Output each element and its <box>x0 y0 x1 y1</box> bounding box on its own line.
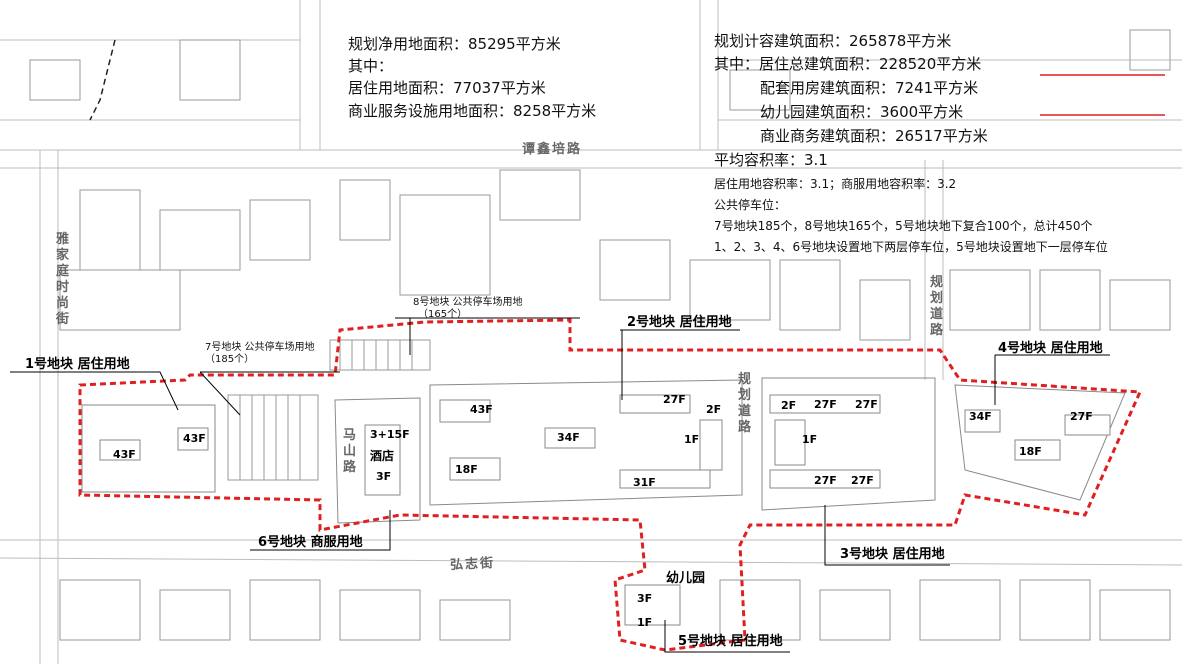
floor-label: 27F <box>814 474 837 487</box>
parcel-3-label: 3号地块 居住用地 <box>840 547 945 562</box>
stats-residential-total: 其中：居住总建筑面积：228520平方米 <box>714 55 982 73</box>
parcel-7-label: 7号地块 公共停车场用地 <box>205 342 315 353</box>
parcel-inner-outlines <box>81 377 1126 524</box>
parcel-6-label: 6号地块 商服用地 <box>258 535 363 550</box>
floor-label: 43F <box>183 432 206 445</box>
kindergarten-label: 幼儿园 <box>666 571 706 586</box>
floor-label: 34F <box>557 431 580 444</box>
stats-commercial-building: 商业商务建筑面积：26517平方米 <box>760 127 988 145</box>
floor-label: 27F <box>851 474 874 487</box>
road-planned-2: 规划道路 <box>930 275 944 338</box>
floor-label: 34F <box>969 410 992 423</box>
parcel-5-label: 5号地块 居住用地 <box>678 634 783 649</box>
dashed-boundary-line <box>89 39 116 121</box>
parcel-1-label: 1号地块 居住用地 <box>25 357 130 372</box>
stats-far-detail: 居住用地容积率：3.1；商服用地容积率：3.2 <box>714 177 957 191</box>
floor-label: 31F <box>633 476 656 489</box>
floor-label: 18F <box>455 463 478 476</box>
background-buildings <box>29 29 1171 641</box>
residential-buildings <box>99 394 1111 626</box>
site-boundary <box>78 318 1143 652</box>
floor-label: 1F <box>802 433 818 446</box>
floor-label: 18F <box>1019 445 1042 458</box>
floor-label: 27F <box>1070 410 1093 423</box>
floor-label: 43F <box>470 403 493 416</box>
stats-residential-land-area: 居住用地面积：77037平方米 <box>348 79 546 97</box>
stats-parking-counts: 7号地块185个，8号地块165个，5号地块地下复合100个，总计450个 <box>714 219 1093 233</box>
stats-of-which: 其中： <box>348 57 394 75</box>
leader-lines <box>10 317 1110 653</box>
floor-label: 27F <box>855 398 878 411</box>
stats-public-parking: 公共停车位： <box>714 198 787 212</box>
stats-underground-parking: 1、2、3、4、6号地块设置地下两层停车位，5号地块设置地下一层停车位 <box>714 240 1108 254</box>
floor-label: 27F <box>814 398 837 411</box>
hotel-label: 酒店 <box>370 449 395 463</box>
road-planned-1: 规划道路 <box>738 372 752 435</box>
road-yajia-fashion-street: 雅家庭时尚街 <box>56 232 70 327</box>
floor-label: 43F <box>113 448 136 461</box>
red-legend-lines <box>1040 74 1165 116</box>
stats-support-building: 配套用房建筑面积：7241平方米 <box>760 79 979 97</box>
stats-kindergarten-area: 幼儿园建筑面积：3600平方米 <box>760 103 964 121</box>
parking-lots <box>227 339 431 481</box>
parcel-8-label: 8号地块 公共停车场用地 <box>413 297 523 308</box>
floor-label: 2F <box>781 399 797 412</box>
floor-label: 1F <box>637 616 653 629</box>
parcel-2-label: 2号地块 居住用地 <box>627 315 732 330</box>
parcel-7-count: （185个） <box>205 354 255 365</box>
road-hongzhi: 弘志街 <box>449 555 496 574</box>
stats-net-land-area: 规划净用地面积：85295平方米 <box>348 35 561 53</box>
stats-average-far: 平均容积率：3.1 <box>714 151 828 169</box>
parcel-8-count: （165个） <box>418 309 468 320</box>
parcel-4-label: 4号地块 居住用地 <box>998 341 1103 356</box>
floor-label: 3F <box>637 592 653 605</box>
stats-planned-floor-area: 规划计容建筑面积：265878平方米 <box>714 32 952 50</box>
road-tanxinpei: 谭鑫培路 <box>522 142 583 157</box>
floor-label: 1F <box>684 433 700 446</box>
floor-label: 27F <box>663 393 686 406</box>
floor-label: 2F <box>706 403 722 416</box>
floor-label: 3F <box>376 470 392 483</box>
floor-label: 3+15F <box>370 428 410 441</box>
road-mashan: 马山路 <box>343 428 357 475</box>
stats-commercial-land-area: 商业服务设施用地面积：8258平方米 <box>348 102 597 120</box>
